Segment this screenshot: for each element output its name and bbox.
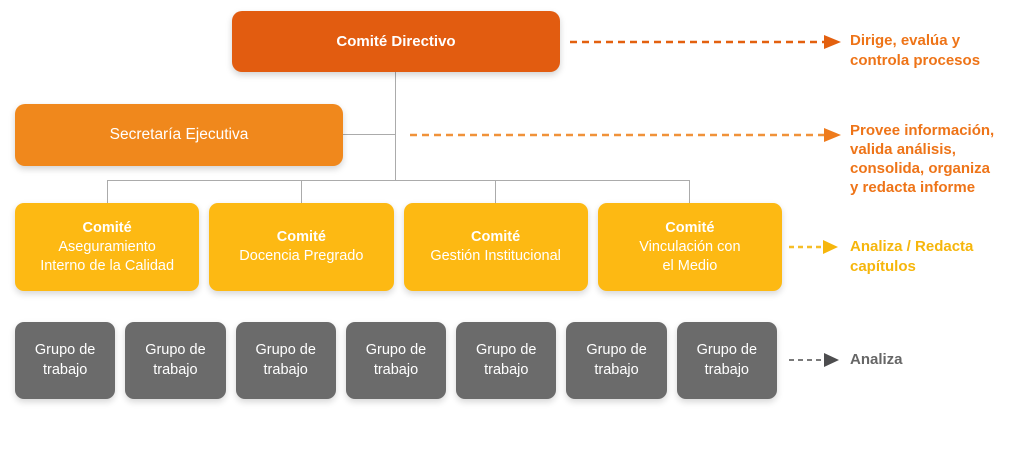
committees-row: Comité Aseguramiento Interno de la Calid… [15, 203, 782, 291]
box-comite-gestion: Comité Gestión Institucional [403, 203, 588, 291]
committee-title: Comité [471, 229, 521, 245]
box-comite-vinculacion: Comité Vinculación con el Medio [597, 203, 782, 291]
comite-directivo-label: Comité Directivo [336, 33, 456, 50]
secretaria-ejecutiva-label: Secretaría Ejecutiva [109, 126, 249, 143]
box-grupo-trabajo-2: Grupo de trabajo [125, 322, 226, 399]
arrow-analiza-icon [789, 353, 839, 367]
arrow-analiza-redacta-icon [789, 240, 838, 254]
box-comite-docencia: Comité Docencia Pregrado [209, 203, 394, 291]
annotation-provee: Provee información, valida análisis, con… [850, 122, 995, 196]
box-grupo-trabajo-7: Grupo de trabajo [676, 322, 777, 399]
committee-subtitle: Vinculación con el Medio [639, 238, 741, 274]
box-grupo-trabajo-4: Grupo de trabajo [345, 322, 447, 399]
box-grupo-trabajo-6: Grupo de trabajo [566, 322, 667, 399]
committee-title: Comité [665, 219, 715, 236]
annotation-analiza: Analiza [850, 351, 903, 368]
box-secretaria-ejecutiva: Secretaría Ejecutiva [15, 104, 343, 166]
committee-title: Comité [276, 229, 326, 245]
connector-horizontal-committees [107, 180, 690, 181]
connector-vertical-directivo [395, 72, 396, 180]
arrow-provee-icon [410, 128, 841, 142]
box-grupo-trabajo-1: Grupo de trabajo [15, 322, 116, 399]
committee-subtitle: Aseguramiento Interno de la Calidad [40, 238, 175, 274]
annotation-analiza-redacta: Analiza / Redacta capítulos [850, 238, 974, 275]
connector-drop-committee-3 [495, 180, 496, 203]
arrow-dirige-icon [570, 35, 841, 49]
box-comite-directivo: Comité Directivo [232, 11, 560, 72]
box-comite-aseguramiento: Comité Aseguramiento Interno de la Calid… [15, 203, 200, 291]
connector-secretaria [343, 134, 396, 135]
workgroups-row: Grupo de trabajo Grupo de trabajo Grupo … [15, 322, 777, 399]
connector-drop-committee-1 [107, 180, 108, 203]
committee-subtitle: Docencia Pregrado [239, 248, 364, 264]
committee-title: Comité [82, 219, 132, 236]
box-grupo-trabajo-3: Grupo de trabajo [235, 322, 336, 399]
connector-drop-committee-4 [689, 180, 690, 203]
committee-subtitle: Gestión Institucional [430, 248, 561, 264]
annotation-dirige: Dirige, evalúa y controla procesos [850, 32, 981, 69]
connector-drop-committee-2 [301, 180, 302, 203]
box-grupo-trabajo-5: Grupo de trabajo [456, 322, 557, 399]
